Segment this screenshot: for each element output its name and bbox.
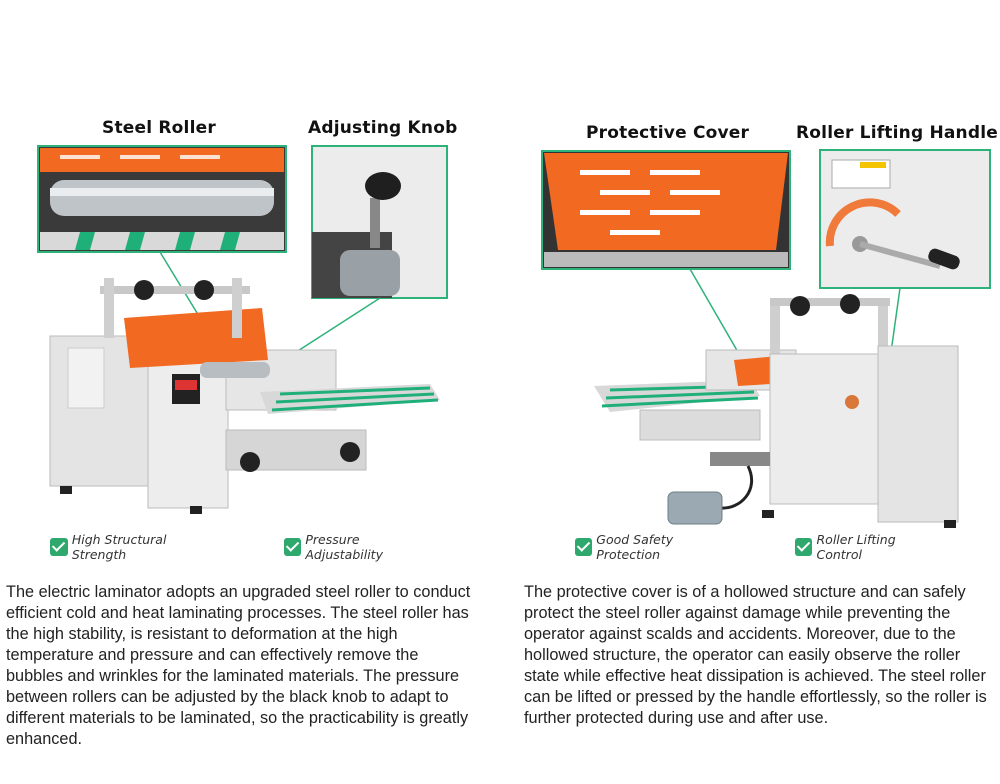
callout-protective-cover: Protective Cover <box>586 123 750 143</box>
left-machine-illustration <box>37 145 448 514</box>
check-icon <box>575 538 593 556</box>
left-features: High Structural Strength Pressure Adjust… <box>50 532 500 562</box>
callout-steel-roller: Steel Roller <box>102 118 216 138</box>
check-icon <box>283 538 302 556</box>
right-machine-illustration <box>541 149 991 528</box>
feature-label: High Structural Strength <box>71 532 167 562</box>
callout-adjusting-knob: Adjusting Knob <box>308 118 458 138</box>
check-icon <box>50 538 68 556</box>
callout-roller-lifting-handle: Roller Lifting Handle <box>796 123 998 143</box>
left-description: The electric laminator adopts an upgrade… <box>6 583 471 748</box>
right-features: Good Safety Protection Roller Lifting Co… <box>575 532 1000 562</box>
feature-label: Roller Lifting Control <box>816 532 896 562</box>
right-description: The protective cover is of a hollowed st… <box>524 583 987 727</box>
left-panel: Steel Roller Adjusting Knob <box>0 0 500 784</box>
check-icon <box>795 538 813 556</box>
right-panel: Protective Cover Roller Lifting Handle <box>500 0 1000 784</box>
feature-label: Pressure Adjustability <box>305 532 383 562</box>
feature-item: High Structural Strength <box>50 532 224 562</box>
feature-label: Good Safety Protection <box>596 532 674 562</box>
feature-item: Pressure Adjustability <box>283 532 440 562</box>
feature-item: Good Safety Protection <box>575 532 735 562</box>
feature-item: Roller Lifting Control <box>795 532 940 562</box>
